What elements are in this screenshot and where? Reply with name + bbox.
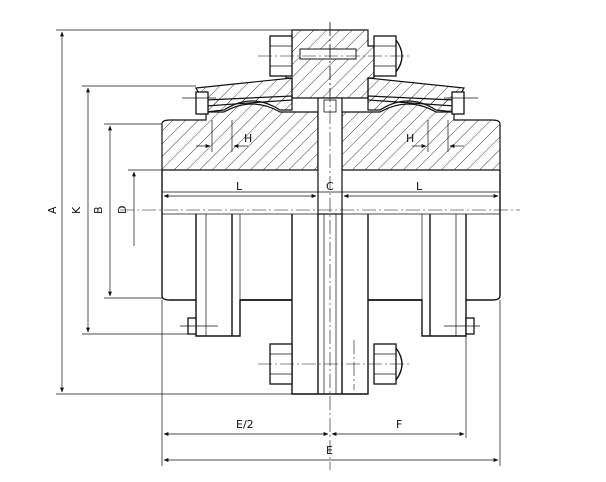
dimension-label-e-half: E/2 xyxy=(236,418,254,431)
lower-seal-screws xyxy=(180,317,480,335)
dimension-label-k: K xyxy=(70,206,83,214)
left-hub-section xyxy=(161,103,319,171)
bottom-bolt xyxy=(258,340,412,390)
upper-seals xyxy=(182,91,478,115)
dimension-label-b: B xyxy=(92,206,105,214)
dimension-label-h-right: H xyxy=(406,132,414,145)
upper-flange-section xyxy=(195,29,465,113)
dimension-label-l-left: L xyxy=(236,180,243,193)
dimension-label-f: F xyxy=(396,418,402,431)
dimension-label-l-right: L xyxy=(416,180,423,193)
right-hub-section xyxy=(341,103,501,171)
dimension-label-d: D xyxy=(116,206,129,214)
dimension-label-h-left: H xyxy=(244,132,252,145)
dimension-label-e: E xyxy=(326,444,333,457)
dimension-lines xyxy=(60,31,499,462)
dimension-label-a: A xyxy=(46,206,59,214)
dimension-label-c: C xyxy=(326,180,334,193)
extension-lines xyxy=(56,29,501,466)
